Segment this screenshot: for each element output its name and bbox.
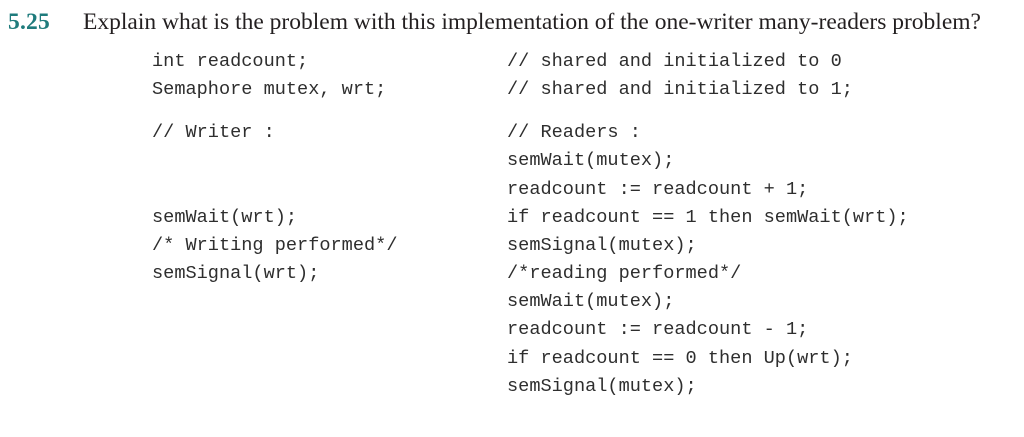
code-row: readcount := readcount + 1; — [152, 176, 1024, 204]
writer-code-line — [152, 345, 507, 373]
writer-code-line — [152, 147, 507, 175]
code-row: // Writer : // Readers : — [152, 119, 1024, 147]
writer-code-line — [152, 176, 507, 204]
problem-number: 5.25 — [8, 9, 50, 35]
writer-code-line — [152, 288, 507, 316]
code-row: semWait(mutex); — [152, 288, 1024, 316]
readers-code-line: // Readers : — [507, 122, 641, 144]
problem-statement: 5.25 Explain what is the problem with th… — [0, 0, 1024, 37]
code-row: readcount := readcount - 1; — [152, 316, 1024, 344]
readers-code-line: semSignal(mutex); — [507, 234, 697, 256]
code-row: /* Writing performed*/ semSignal(mutex); — [152, 232, 1024, 260]
writer-code-line: // Writer : — [152, 122, 275, 144]
code-row: semWait(mutex); — [152, 147, 1024, 175]
readers-code-line: semSignal(mutex); — [507, 375, 697, 397]
code-row: semSignal(mutex); — [152, 373, 1024, 401]
writer-code-line — [152, 373, 507, 401]
readers-code-line: semWait(mutex); — [507, 150, 675, 172]
writer-code-line: /* Writing performed*/ — [152, 234, 398, 256]
readers-code-line: readcount := readcount + 1; — [507, 178, 809, 200]
readers-code-line: /*reading performed*/ — [507, 263, 742, 285]
readers-code-line: semWait(mutex); — [507, 291, 675, 313]
code-row: semSignal(wrt); /*reading performed*/ — [152, 260, 1024, 288]
code-row: if readcount == 0 then Up(wrt); — [152, 345, 1024, 373]
writer-code-line: int readcount; — [152, 51, 309, 72]
writer-code-line: semSignal(wrt); — [152, 263, 320, 285]
problem-question-text: Explain what is the problem with this im… — [83, 9, 981, 35]
readers-code-line: if readcount == 0 then Up(wrt); — [507, 347, 853, 369]
code-row: Semaphore mutex, wrt; // shared and init… — [152, 76, 1024, 104]
code-row: semWait(wrt); if readcount == 1 then sem… — [152, 204, 1024, 232]
writer-code-line: semWait(wrt); — [152, 206, 298, 228]
code-row: int readcount; // shared and initialized… — [152, 48, 1024, 76]
readers-code-line: readcount := readcount - 1; — [507, 319, 809, 341]
readers-code-line: if readcount == 1 then semWait(wrt); — [507, 206, 909, 228]
readers-code-line: // shared and initialized to 0 — [507, 51, 842, 72]
code-listing: int readcount; // shared and initialized… — [152, 48, 1024, 401]
writer-code-line — [152, 316, 507, 344]
readers-code-line: // shared and initialized to 1; — [507, 79, 853, 101]
writer-code-line: Semaphore mutex, wrt; — [152, 79, 387, 101]
